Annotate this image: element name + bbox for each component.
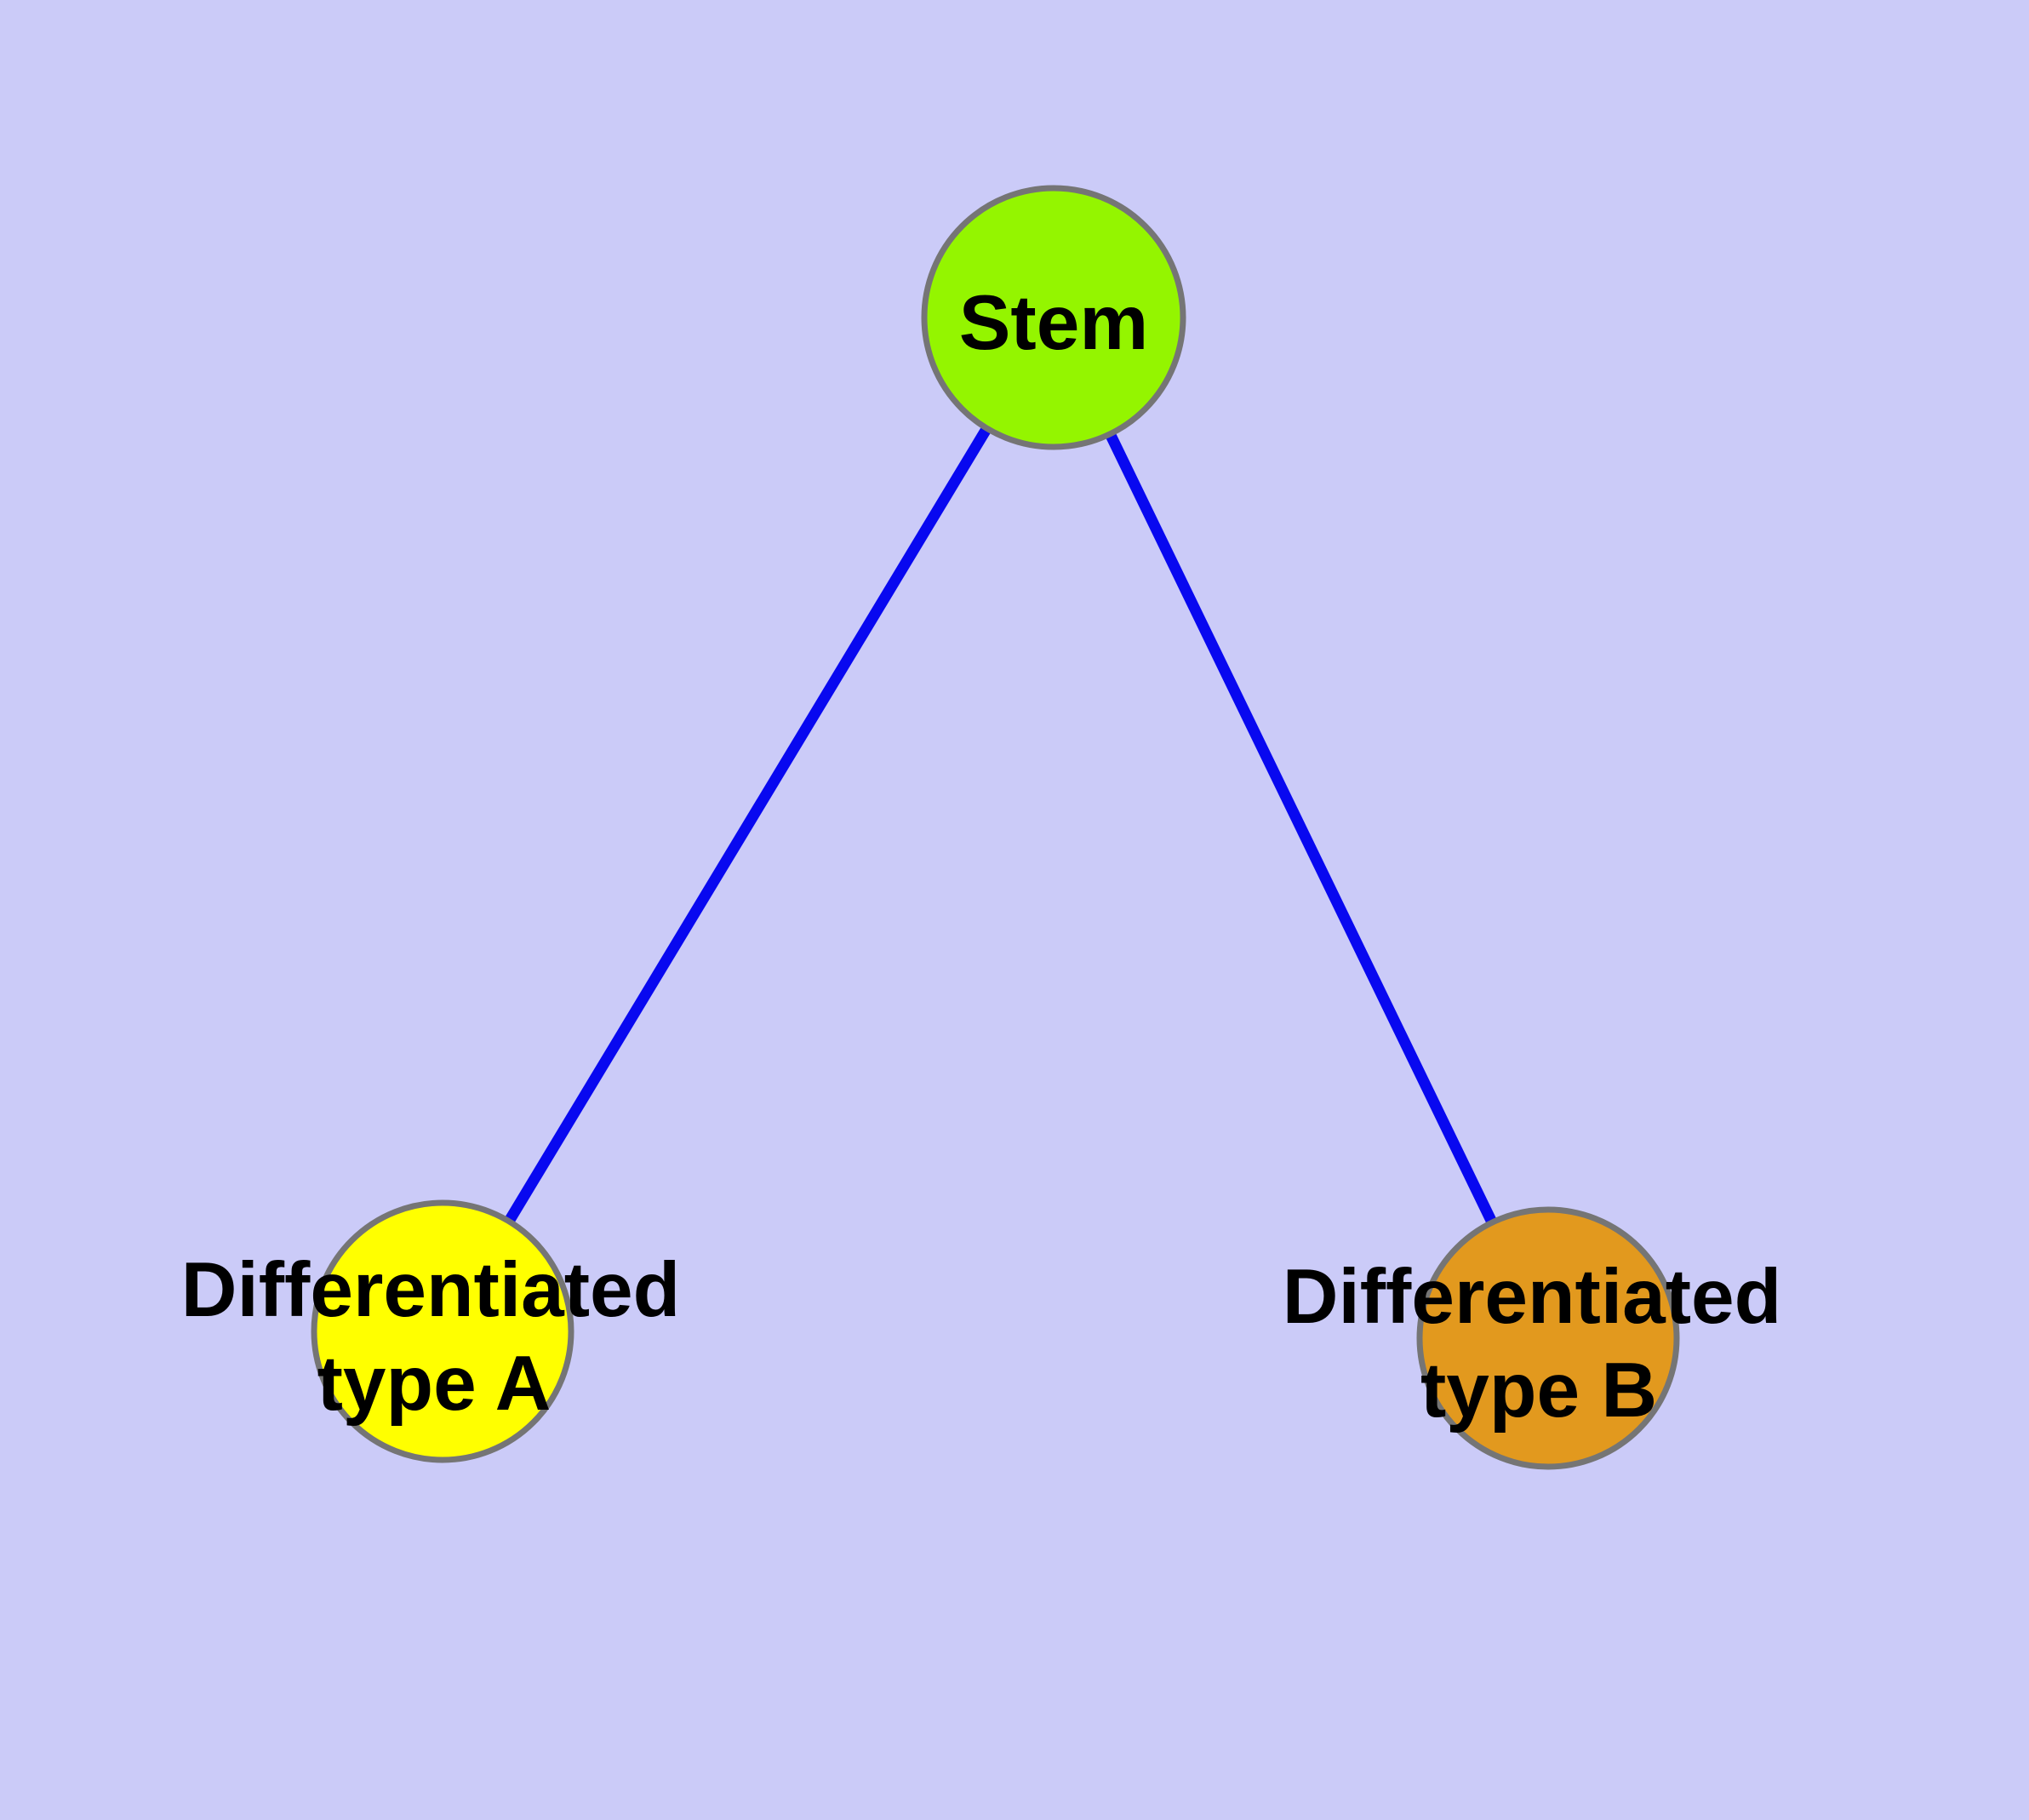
node-differentiated-type-b[interactable]: Differentiated type B <box>1283 1206 1782 1470</box>
edge-stem-to-type-a[interactable] <box>437 314 1059 1335</box>
node-differentiated-type-a[interactable]: Differentiated type A <box>181 1199 681 1463</box>
node-type-a-label-line2: type A <box>317 1341 552 1427</box>
node-type-b-label-line1: Differentiated <box>1283 1254 1782 1340</box>
node-stem-label: Stem <box>959 280 1149 366</box>
node-stem-circle[interactable] <box>921 185 1186 450</box>
node-type-a-label-line1: Differentiated <box>181 1247 681 1333</box>
edge-stem-to-type-b[interactable] <box>1049 315 1553 1341</box>
node-type-b-label-line2: type B <box>1420 1348 1657 1434</box>
node-stem[interactable]: Stem <box>921 185 1186 450</box>
node-type-a-circle[interactable] <box>311 1199 574 1463</box>
node-type-b-circle[interactable] <box>1416 1206 1680 1470</box>
